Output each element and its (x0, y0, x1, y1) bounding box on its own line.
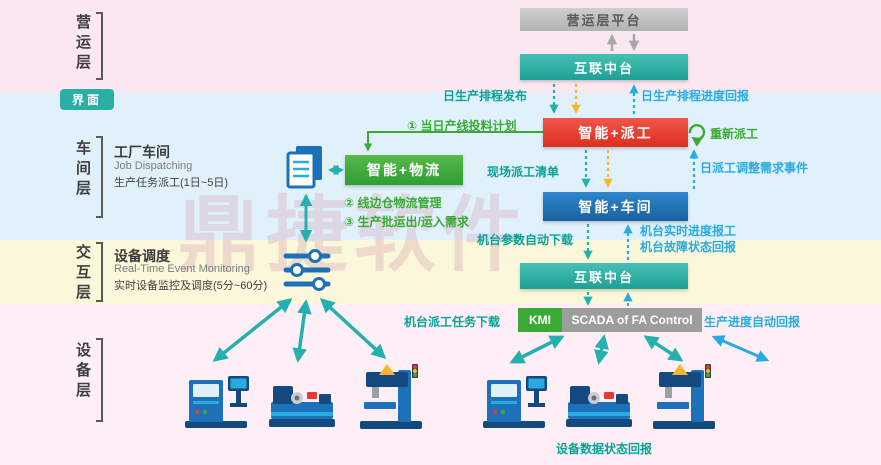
watermark-text: 鼎捷软件 (178, 190, 531, 281)
label-schedule-feedback: 日生产排程进度回报 (641, 89, 750, 103)
device-desc: 实时设备监控及调度(5分~60分) (114, 280, 268, 292)
factory-desc: 生产任务派工(1日~5日) (114, 177, 228, 189)
band-interaction-layer (0, 240, 881, 304)
label-device-status: 设备数据状态回报 (556, 442, 653, 456)
label-batch-io: ③ 生产批运出/运入需求 (344, 215, 469, 229)
label-redispatch: 重新派工 (710, 127, 759, 141)
label-fault-status: 机台故障状态回报 (640, 240, 737, 254)
dispatch-list-icon (284, 144, 328, 195)
kmi-label: KMI (518, 308, 562, 332)
bracket-equipment (96, 338, 103, 422)
label-realtime-progress: 机台实时进度报工 (640, 224, 737, 238)
device-subtitle: Real-Time Event Monitoring (114, 263, 250, 275)
device-title: 设备调度 (114, 248, 170, 264)
machine-icon-6 (645, 364, 723, 435)
label-lineside: ② 线边仓物流管理 (344, 196, 442, 210)
machine-icon-5 (564, 374, 634, 434)
layer-label-equipment: 设备层 (74, 342, 91, 402)
machine-icon-2 (267, 374, 337, 434)
label-progress-auto: 生产进度自动回报 (704, 315, 801, 329)
bracket-interaction (96, 242, 103, 302)
label-adjust-event: 日派工调整需求事件 (700, 161, 809, 175)
smart-dispatch-box: 智能+派工 (543, 118, 688, 147)
operations-platform-box: 营运层平台 (520, 8, 688, 31)
kmi-scada-box: KMI SCADA of FA Control (518, 308, 702, 332)
smart-logistics-box: 智能+物流 (345, 155, 463, 185)
bracket-workshop (96, 136, 103, 218)
hub-mid-box: 互联中台 (520, 263, 688, 289)
layer-label-workshop: 车间层 (74, 140, 91, 200)
band-equipment-layer (0, 304, 881, 465)
layer-label-interface: 界面 (60, 89, 114, 110)
label-schedule-publish: 日生产排程发布 (443, 89, 528, 103)
layer-label-operations: 营运层 (74, 14, 91, 74)
bracket-operations (96, 12, 103, 80)
label-param-download: 机台参数自动下载 (477, 233, 574, 247)
machine-icon-4 (480, 368, 550, 435)
layer-label-interaction: 交互层 (74, 244, 91, 304)
scada-label: SCADA of FA Control (562, 308, 702, 332)
band-operations-layer (0, 0, 881, 93)
machine-icon-3 (352, 364, 430, 435)
scheduler-sliders-icon (282, 246, 332, 299)
factory-subtitle: Job Dispatching (114, 160, 193, 172)
hub-top-box: 互联中台 (520, 54, 688, 80)
label-task-download: 机台派工任务下载 (404, 315, 501, 329)
factory-title: 工厂车间 (114, 144, 170, 160)
smart-workshop-box: 智能+车间 (543, 192, 688, 221)
label-feed-plan: ① 当日产线投料计划 (407, 119, 517, 133)
machine-icon-1 (182, 368, 252, 435)
label-onsite-list: 现场派工清单 (487, 165, 560, 179)
